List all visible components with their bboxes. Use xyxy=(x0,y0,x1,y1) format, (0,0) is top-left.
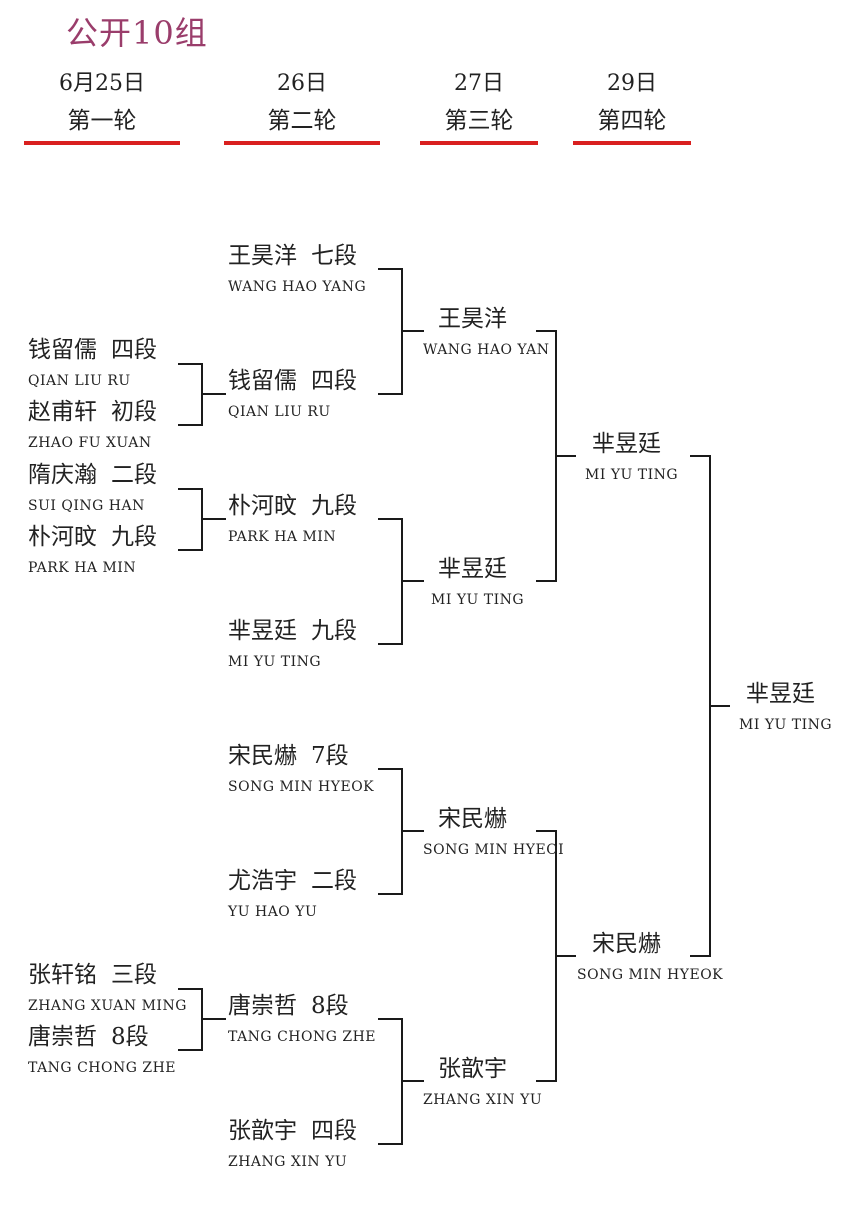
r2-pinyin: QIAN LIU RU xyxy=(228,404,331,420)
page-title: 公开10组 xyxy=(66,14,208,52)
r3-name: 宋民爀 xyxy=(438,806,507,832)
round-label: 第一轮 xyxy=(67,108,137,134)
player-rank: 8段 xyxy=(311,993,349,1019)
round-underline xyxy=(224,141,380,145)
final-name: 芈昱廷 xyxy=(746,681,815,707)
r1-name: 朴河旼九段 xyxy=(28,524,157,550)
round-date: 6月25日 xyxy=(59,71,145,96)
r2-name: 张歆宇四段 xyxy=(228,1118,357,1144)
player-rank: 四段 xyxy=(311,368,357,394)
connector-r3-a xyxy=(536,330,576,582)
r3-pinyin: MI YU TING xyxy=(431,592,525,608)
r3-name: 王昊洋 xyxy=(438,306,507,332)
r2-name: 朴河旼九段 xyxy=(228,493,357,519)
player-name: 唐崇哲 xyxy=(28,1024,97,1050)
round-header-1: 6月25日 第一轮 xyxy=(24,70,180,145)
connector-r1-c xyxy=(178,988,226,1051)
r4-name: 芈昱廷 xyxy=(592,431,661,457)
connector-r4 xyxy=(690,455,730,957)
connector-r2-a xyxy=(378,268,424,395)
player-name: 芈昱廷 xyxy=(228,618,297,644)
player-name: 隋庆瀚 xyxy=(28,462,97,488)
r4-pinyin: MI YU TING xyxy=(585,467,679,483)
r1-name: 隋庆瀚二段 xyxy=(28,462,157,488)
round-underline xyxy=(573,141,691,145)
player-rank: 九段 xyxy=(311,493,357,519)
r4-pinyin: SONG MIN HYEOK xyxy=(577,967,724,983)
round-date: 27日 xyxy=(454,71,504,96)
r3-pinyin: WANG HAO YAN xyxy=(423,342,550,358)
player-rank: 九段 xyxy=(311,618,357,644)
r2-pinyin: TANG CHONG ZHE xyxy=(228,1029,377,1045)
player-rank: 四段 xyxy=(311,1118,357,1144)
r2-pinyin: YU HAO YU xyxy=(228,904,318,920)
player-name: 钱留儒 xyxy=(28,337,97,363)
r2-pinyin: WANG HAO YANG xyxy=(228,279,367,295)
round-header-3: 27日 第三轮 xyxy=(420,70,538,145)
r2-name: 钱留儒四段 xyxy=(228,368,357,394)
round-label: 第四轮 xyxy=(597,108,667,134)
player-rank: 初段 xyxy=(111,399,157,425)
r2-name: 唐崇哲 8段 xyxy=(228,993,349,1019)
r4-name: 宋民爀 xyxy=(592,931,661,957)
player-name: 王昊洋 xyxy=(228,243,297,269)
r2-name: 王昊洋七段 xyxy=(228,243,357,269)
r3-name: 张歆宇 xyxy=(438,1056,507,1082)
r2-pinyin: SONG MIN HYEOK xyxy=(228,779,375,795)
player-name: 宋民爀 xyxy=(228,743,297,769)
player-rank: 二段 xyxy=(311,868,357,894)
player-name: 钱留儒 xyxy=(228,368,297,394)
player-rank: 二段 xyxy=(111,462,157,488)
round-underline xyxy=(24,141,180,145)
player-name: 张歆宇 xyxy=(228,1118,297,1144)
round-underline xyxy=(420,141,538,145)
round-label: 第三轮 xyxy=(444,108,514,134)
final-pinyin: MI YU TING xyxy=(739,717,833,733)
r3-pinyin: ZHANG XIN YU xyxy=(423,1092,543,1108)
r3-name: 芈昱廷 xyxy=(438,556,507,582)
r2-name: 宋民爀 7段 xyxy=(228,743,349,769)
player-rank: 7段 xyxy=(311,743,349,769)
r3-pinyin: SONG MIN HYEOI xyxy=(423,842,565,858)
player-rank: 七段 xyxy=(311,243,357,269)
r2-name: 尤浩宇二段 xyxy=(228,868,357,894)
connector-r1-b xyxy=(178,488,226,551)
player-rank: 九段 xyxy=(111,524,157,550)
round-header-4: 29日 第四轮 xyxy=(573,70,691,145)
player-rank: 四段 xyxy=(111,337,157,363)
player-name: 朴河旼 xyxy=(28,524,97,550)
r2-name: 芈昱廷九段 xyxy=(228,618,357,644)
round-label: 第二轮 xyxy=(267,108,337,134)
r2-pinyin: ZHANG XIN YU xyxy=(228,1154,348,1170)
player-name: 尤浩宇 xyxy=(228,868,297,894)
connector-r2-b xyxy=(378,518,424,645)
connector-r2-c xyxy=(378,768,424,895)
connector-r2-d xyxy=(378,1018,424,1145)
player-rank: 三段 xyxy=(111,962,157,988)
r1-pinyin: ZHANG XUAN MING xyxy=(28,998,187,1014)
r1-name: 钱留儒四段 xyxy=(28,337,157,363)
player-rank: 8段 xyxy=(111,1024,149,1050)
r1-pinyin: PARK HA MIN xyxy=(28,560,137,576)
player-name: 朴河旼 xyxy=(228,493,297,519)
r1-pinyin: ZHAO FU XUAN xyxy=(28,435,152,451)
r1-name: 张轩铭三段 xyxy=(28,962,157,988)
r2-pinyin: MI YU TING xyxy=(228,654,322,670)
r1-name: 赵甫轩初段 xyxy=(28,399,157,425)
r1-pinyin: TANG CHONG ZHE xyxy=(28,1060,177,1076)
r1-pinyin: SUI QING HAN xyxy=(28,498,145,514)
connector-r1-a xyxy=(178,363,226,426)
r1-pinyin: QIAN LIU RU xyxy=(28,373,131,389)
r1-name: 唐崇哲 8段 xyxy=(28,1024,149,1050)
player-name: 张轩铭 xyxy=(28,962,97,988)
round-date: 29日 xyxy=(607,71,657,96)
round-date: 26日 xyxy=(277,71,327,96)
round-header-2: 26日 第二轮 xyxy=(224,70,380,145)
player-name: 唐崇哲 xyxy=(228,993,297,1019)
connector-r3-b xyxy=(536,830,576,1082)
r2-pinyin: PARK HA MIN xyxy=(228,529,337,545)
player-name: 赵甫轩 xyxy=(28,399,97,425)
